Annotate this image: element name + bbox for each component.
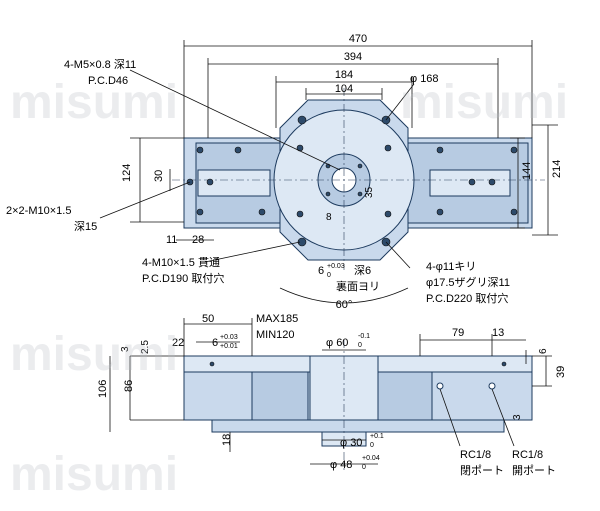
- callout-m5-line1: 4-M5×0.8 深11: [64, 58, 136, 71]
- dim-phi60: φ 60: [326, 337, 348, 349]
- callout-m10-line2: 深15: [74, 220, 97, 233]
- screw-icon: [234, 146, 242, 154]
- top-dimension-labels: 470 394 184 104 φ 168 124 30 214 144 11 …: [121, 33, 563, 311]
- watermark: misumi: [10, 448, 178, 501]
- screw-icon: [206, 178, 214, 186]
- screw-icon: [501, 361, 507, 367]
- screw-icon: [196, 208, 204, 216]
- screw-icon: [258, 208, 266, 216]
- dim-phi48-lo: 0: [362, 464, 366, 471]
- port-close: [436, 382, 444, 390]
- dim-6f: 6: [212, 337, 218, 349]
- watermark: misumi: [400, 76, 568, 129]
- dim-79: 79: [452, 327, 464, 339]
- callout-phi11-line3: P.C.D220 取付穴: [426, 291, 508, 305]
- dim-phi30-up: +0.1: [370, 433, 384, 440]
- screw-icon: [196, 146, 204, 154]
- dim-6f-lo: +0.01: [220, 343, 238, 350]
- callout-m10b-line2: P.C.D190 取付穴: [142, 271, 224, 285]
- front-base: [211, 419, 505, 433]
- watermark-group: misumi misumi misumi misumi: [10, 76, 568, 501]
- screw-icon: [325, 191, 331, 197]
- screw-icon: [297, 115, 307, 125]
- callout-rc-left-1: RC1/8: [460, 449, 491, 461]
- front-right-jaw: [375, 371, 433, 421]
- dim-phi30: φ 30: [340, 437, 362, 449]
- dim-35: 35: [364, 186, 375, 198]
- dim-104: 104: [335, 83, 353, 95]
- dim-22: 22: [172, 337, 184, 349]
- top-dimensions: [99, 40, 558, 304]
- dim-30: 30: [153, 170, 165, 182]
- dim-18: 18: [221, 434, 233, 446]
- screw-icon: [488, 178, 496, 186]
- screw-icon: [436, 208, 444, 216]
- dim-124: 124: [121, 164, 133, 182]
- dim-max185: MAX185: [256, 313, 298, 325]
- screw-icon: [384, 144, 392, 152]
- screw-icon: [436, 146, 444, 154]
- callout-m5-line2: P.C.D46: [88, 75, 128, 87]
- port-open: [488, 382, 496, 390]
- dim-13: 13: [492, 327, 504, 339]
- dim-phi168: φ 168: [410, 73, 439, 85]
- dim-6f-up: +0.03: [220, 334, 238, 341]
- front-left-jaw: [251, 371, 309, 421]
- screw-icon: [209, 361, 215, 367]
- callout-fukasa6: 深6: [354, 264, 371, 277]
- dim-184: 184: [335, 69, 353, 81]
- dim-3b: 3: [512, 414, 523, 420]
- dim-11: 11: [166, 234, 177, 246]
- front-dimension-labels: 50 22 6 +0.03 +0.01 MAX185 MIN120 φ 60 -…: [97, 313, 567, 471]
- watermark: misumi: [10, 328, 178, 381]
- front-dimensions: [109, 318, 552, 465]
- dim-28: 28: [192, 234, 204, 246]
- dim-86: 86: [123, 380, 135, 392]
- dim-6r: 6: [538, 348, 549, 354]
- dim-phi48-up: +0.04: [362, 455, 380, 462]
- dim-50: 50: [202, 313, 214, 325]
- dim-phi60-lo: 0: [358, 342, 362, 349]
- screw-icon: [468, 178, 476, 186]
- screw-icon: [510, 208, 518, 216]
- dim-394: 394: [344, 51, 362, 63]
- screw-icon: [357, 191, 363, 197]
- top-callouts: 4-M5×0.8 深11 P.C.D46 2×2-M10×1.5 深15 4-M…: [6, 58, 510, 305]
- callout-rc-right-2: 開ポート: [512, 464, 556, 477]
- dim-6: 6: [318, 265, 324, 277]
- dim-470: 470: [349, 33, 367, 45]
- callout-m10b-line1: 4-M10×1.5 貫通: [142, 256, 220, 269]
- dim-39: 39: [555, 366, 567, 378]
- callout-uramen: 裏面ヨリ: [336, 279, 380, 293]
- callout-m10-line1: 2×2-M10×1.5: [6, 205, 71, 217]
- dim-3a: 3: [120, 346, 131, 352]
- dim-144: 144: [521, 162, 533, 180]
- watermark: misumi: [10, 76, 178, 129]
- callout-phi11-line1: 4-φ11キリ: [426, 261, 476, 273]
- screw-icon: [357, 163, 363, 169]
- dim-6-tol-lo: 0: [327, 272, 331, 279]
- callout-phi11-line2: φ17.5ザグリ深11: [426, 275, 510, 289]
- dim-6-tol-up: +0.03: [327, 263, 345, 270]
- dim-106: 106: [97, 380, 109, 398]
- screw-icon: [384, 210, 392, 218]
- front-callouts: RC1/8 閉ポート RC1/8 開ポート: [460, 449, 556, 477]
- dim-min120: MIN120: [256, 329, 295, 341]
- dim-phi30-lo: 0: [370, 442, 374, 449]
- callout-rc-left-2: 閉ポート: [460, 464, 504, 477]
- screw-icon: [510, 146, 518, 154]
- dim-phi48: φ 48: [330, 459, 352, 471]
- dim-214: 214: [551, 160, 563, 178]
- dim-8: 8: [326, 212, 332, 223]
- callout-rc-right-1: RC1/8: [512, 449, 543, 461]
- front-view: 50 22 6 +0.03 +0.01 MAX185 MIN120 φ 60 -…: [97, 313, 567, 477]
- dim-60deg: 60°: [336, 299, 353, 311]
- dim-phi60-up: -0.1: [358, 333, 370, 340]
- screw-icon: [297, 237, 307, 247]
- top-view: 470 394 184 104 φ 168 124 30 214 144 11 …: [6, 33, 563, 311]
- screw-icon: [296, 210, 304, 218]
- dim-2-5: 2.5: [140, 340, 151, 354]
